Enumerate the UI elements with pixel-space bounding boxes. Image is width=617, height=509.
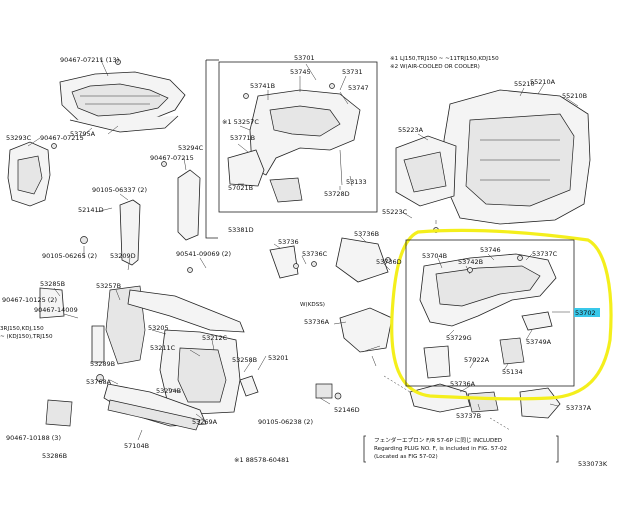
label-53294b: 53294B — [156, 387, 181, 395]
label-55134: 55134 — [502, 368, 523, 376]
label-53741b: 53741B — [250, 82, 275, 90]
label-53701: 53701 — [294, 54, 315, 62]
center-bracket-parts — [269, 237, 393, 353]
label-53745: 53745 — [290, 68, 311, 76]
radiator-support-part — [103, 289, 245, 431]
label-note1: ※1 LJ150,TRJ150 ~ ~11TRJ150,KDJ150 — [390, 56, 499, 62]
label-53133: 53133 — [346, 178, 367, 186]
fender-apron-part — [419, 253, 557, 379]
label-53771b: 53771B — [230, 134, 255, 142]
label-vent-note: 3RJ150,KDJ,150 — [0, 326, 44, 332]
bolt-markers — [51, 59, 523, 273]
label-53285b: 53285B — [40, 280, 65, 288]
label-53211c: 53211C — [150, 344, 176, 352]
label-55210b: 55210B — [562, 92, 587, 100]
left-section-frame — [205, 59, 219, 239]
label-53286b: 53286B — [42, 452, 67, 460]
label-90467-10188: 90467-10188 (3) — [6, 434, 61, 442]
part-labels: 90467-07211 (13) 53795A 53293C 90467-072… — [0, 54, 596, 464]
footnote-line-1: フェンダーエプロン F/R 57-6P に同じ INCLUDED — [374, 436, 502, 444]
label-vent-note-2: ~ (KDJ150),TRJ150 — [0, 334, 53, 340]
label-90467-07215: 90467-07215 — [40, 134, 84, 142]
footnote-line-3: (Located as FIG 57-02) — [374, 454, 438, 460]
label-53736a-2: 53736A — [450, 380, 476, 388]
label-53289b: 53289B — [90, 360, 115, 368]
label-90467-07215b: 90467-07215 — [150, 154, 194, 162]
label-53736a: 53736A — [304, 318, 330, 326]
label-55210a: 55210A — [530, 78, 556, 86]
label-90467-10125: 90467-10125 (2) — [2, 296, 57, 304]
label-53209d: 53209D — [110, 252, 136, 260]
leader-lines — [27, 57, 579, 441]
label-52146d: 52146D — [334, 406, 360, 414]
label-53746: 53746 — [480, 246, 501, 254]
cowl-panel-part — [59, 71, 186, 133]
label-90105-06265: 90105-06265 (2) — [42, 252, 97, 260]
label-53747: 53747 — [348, 84, 369, 92]
label-57104b: 57104B — [124, 442, 149, 450]
left-bracket-part — [7, 141, 51, 207]
label-57021b: 57021B — [228, 184, 253, 192]
footnote-box: フェンダーエプロン F/R 57-6P に同じ INCLUDED Regardi… — [363, 435, 559, 463]
label-90105-06337: 90105-06337 (2) — [92, 186, 147, 194]
figure-number: 533073K — [578, 460, 608, 468]
label-90541-09069: 90541-09069 (2) — [176, 250, 231, 258]
label-53728d: 53728D — [324, 190, 350, 198]
label-53258b: 53258B — [232, 356, 257, 364]
label-53201: 53201 — [268, 354, 289, 362]
label-53729g: 53729G — [446, 334, 472, 342]
label-53731: 53731 — [342, 68, 363, 76]
label-88578-60481: ※1 88578-60481 — [234, 456, 289, 464]
bottom-center-parts — [239, 375, 342, 400]
label-53294c: 53294C — [178, 144, 204, 152]
apron-inset-part — [227, 89, 361, 203]
label-53257b: 53257B — [96, 282, 121, 290]
label-52141d: 52141D — [78, 206, 104, 214]
label-53212c: 53212C — [202, 334, 228, 342]
label-55210: 55210 — [514, 80, 535, 88]
label-90467-14009: 90467-14009 — [34, 306, 78, 314]
label-53381d: 53381D — [228, 226, 254, 234]
small-left-parts — [39, 236, 105, 427]
label-53795a: 53795A — [70, 130, 96, 138]
label-53269a: 53269A — [192, 418, 218, 426]
label-53736b: 53736B — [354, 230, 379, 238]
label-55223a: 55223A — [398, 126, 424, 134]
highlight-53702 — [574, 308, 600, 317]
callout-outline — [390, 228, 613, 401]
label-53736: 53736 — [278, 238, 299, 246]
label-53257c: ※1 53257C — [222, 118, 259, 126]
label-53205: 53205 — [148, 324, 169, 332]
dash-panel-part — [395, 89, 591, 225]
label-55223c: 55223C — [382, 208, 408, 216]
label-57022a: 57022A — [464, 356, 490, 364]
label-53293c: 53293C — [6, 134, 32, 142]
label-90467-07211: 90467-07211 (13) — [60, 56, 119, 64]
label-53702: 53702 — [575, 309, 596, 317]
label-53736d: 53736D — [376, 258, 402, 266]
footnote-line-2: Regarding PLUG NO. F, is included in FIG… — [374, 446, 507, 452]
label-w-kdss: W(KDSS) — [300, 302, 325, 308]
liner-parts — [409, 383, 561, 419]
label-53737a: 53737A — [566, 404, 592, 412]
label-53737c: 53737C — [532, 250, 558, 258]
label-53736c: 53736C — [302, 250, 328, 258]
label-53742b: 53742B — [458, 258, 483, 266]
label-53749a: 53749A — [526, 338, 552, 346]
label-53768a: 53768A — [86, 378, 112, 386]
upper-inset-box — [218, 61, 378, 213]
label-note2: ※2 W(AIR-COOLED OR COOLER) — [390, 64, 480, 70]
label-53704b: 53704B — [422, 252, 447, 260]
label-90105-06238: 90105-06238 (2) — [258, 418, 313, 426]
label-53737b: 53737B — [456, 412, 481, 420]
support-column-part — [105, 169, 201, 365]
